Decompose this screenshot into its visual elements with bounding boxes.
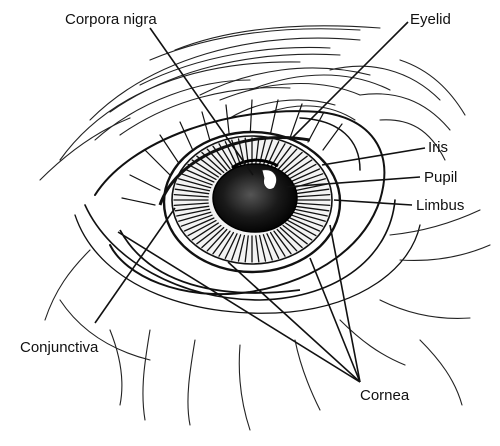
eyeball bbox=[164, 132, 340, 272]
label-limbus: Limbus bbox=[416, 197, 464, 214]
pupil bbox=[213, 164, 297, 232]
label-pupil: Pupil bbox=[424, 169, 457, 186]
label-cornea: Cornea bbox=[360, 387, 410, 404]
leader-iris bbox=[322, 148, 425, 165]
leader-conjunctiva bbox=[95, 208, 175, 323]
label-iris: Iris bbox=[428, 139, 448, 156]
leader-eyelid bbox=[290, 22, 408, 140]
label-conjunctiva: Conjunctiva bbox=[20, 339, 99, 356]
label-corpora-nigra: Corpora nigra bbox=[65, 11, 157, 28]
leader-limbus bbox=[334, 200, 412, 205]
leader-cornea-b bbox=[310, 258, 360, 382]
label-eyelid: Eyelid bbox=[410, 11, 451, 28]
